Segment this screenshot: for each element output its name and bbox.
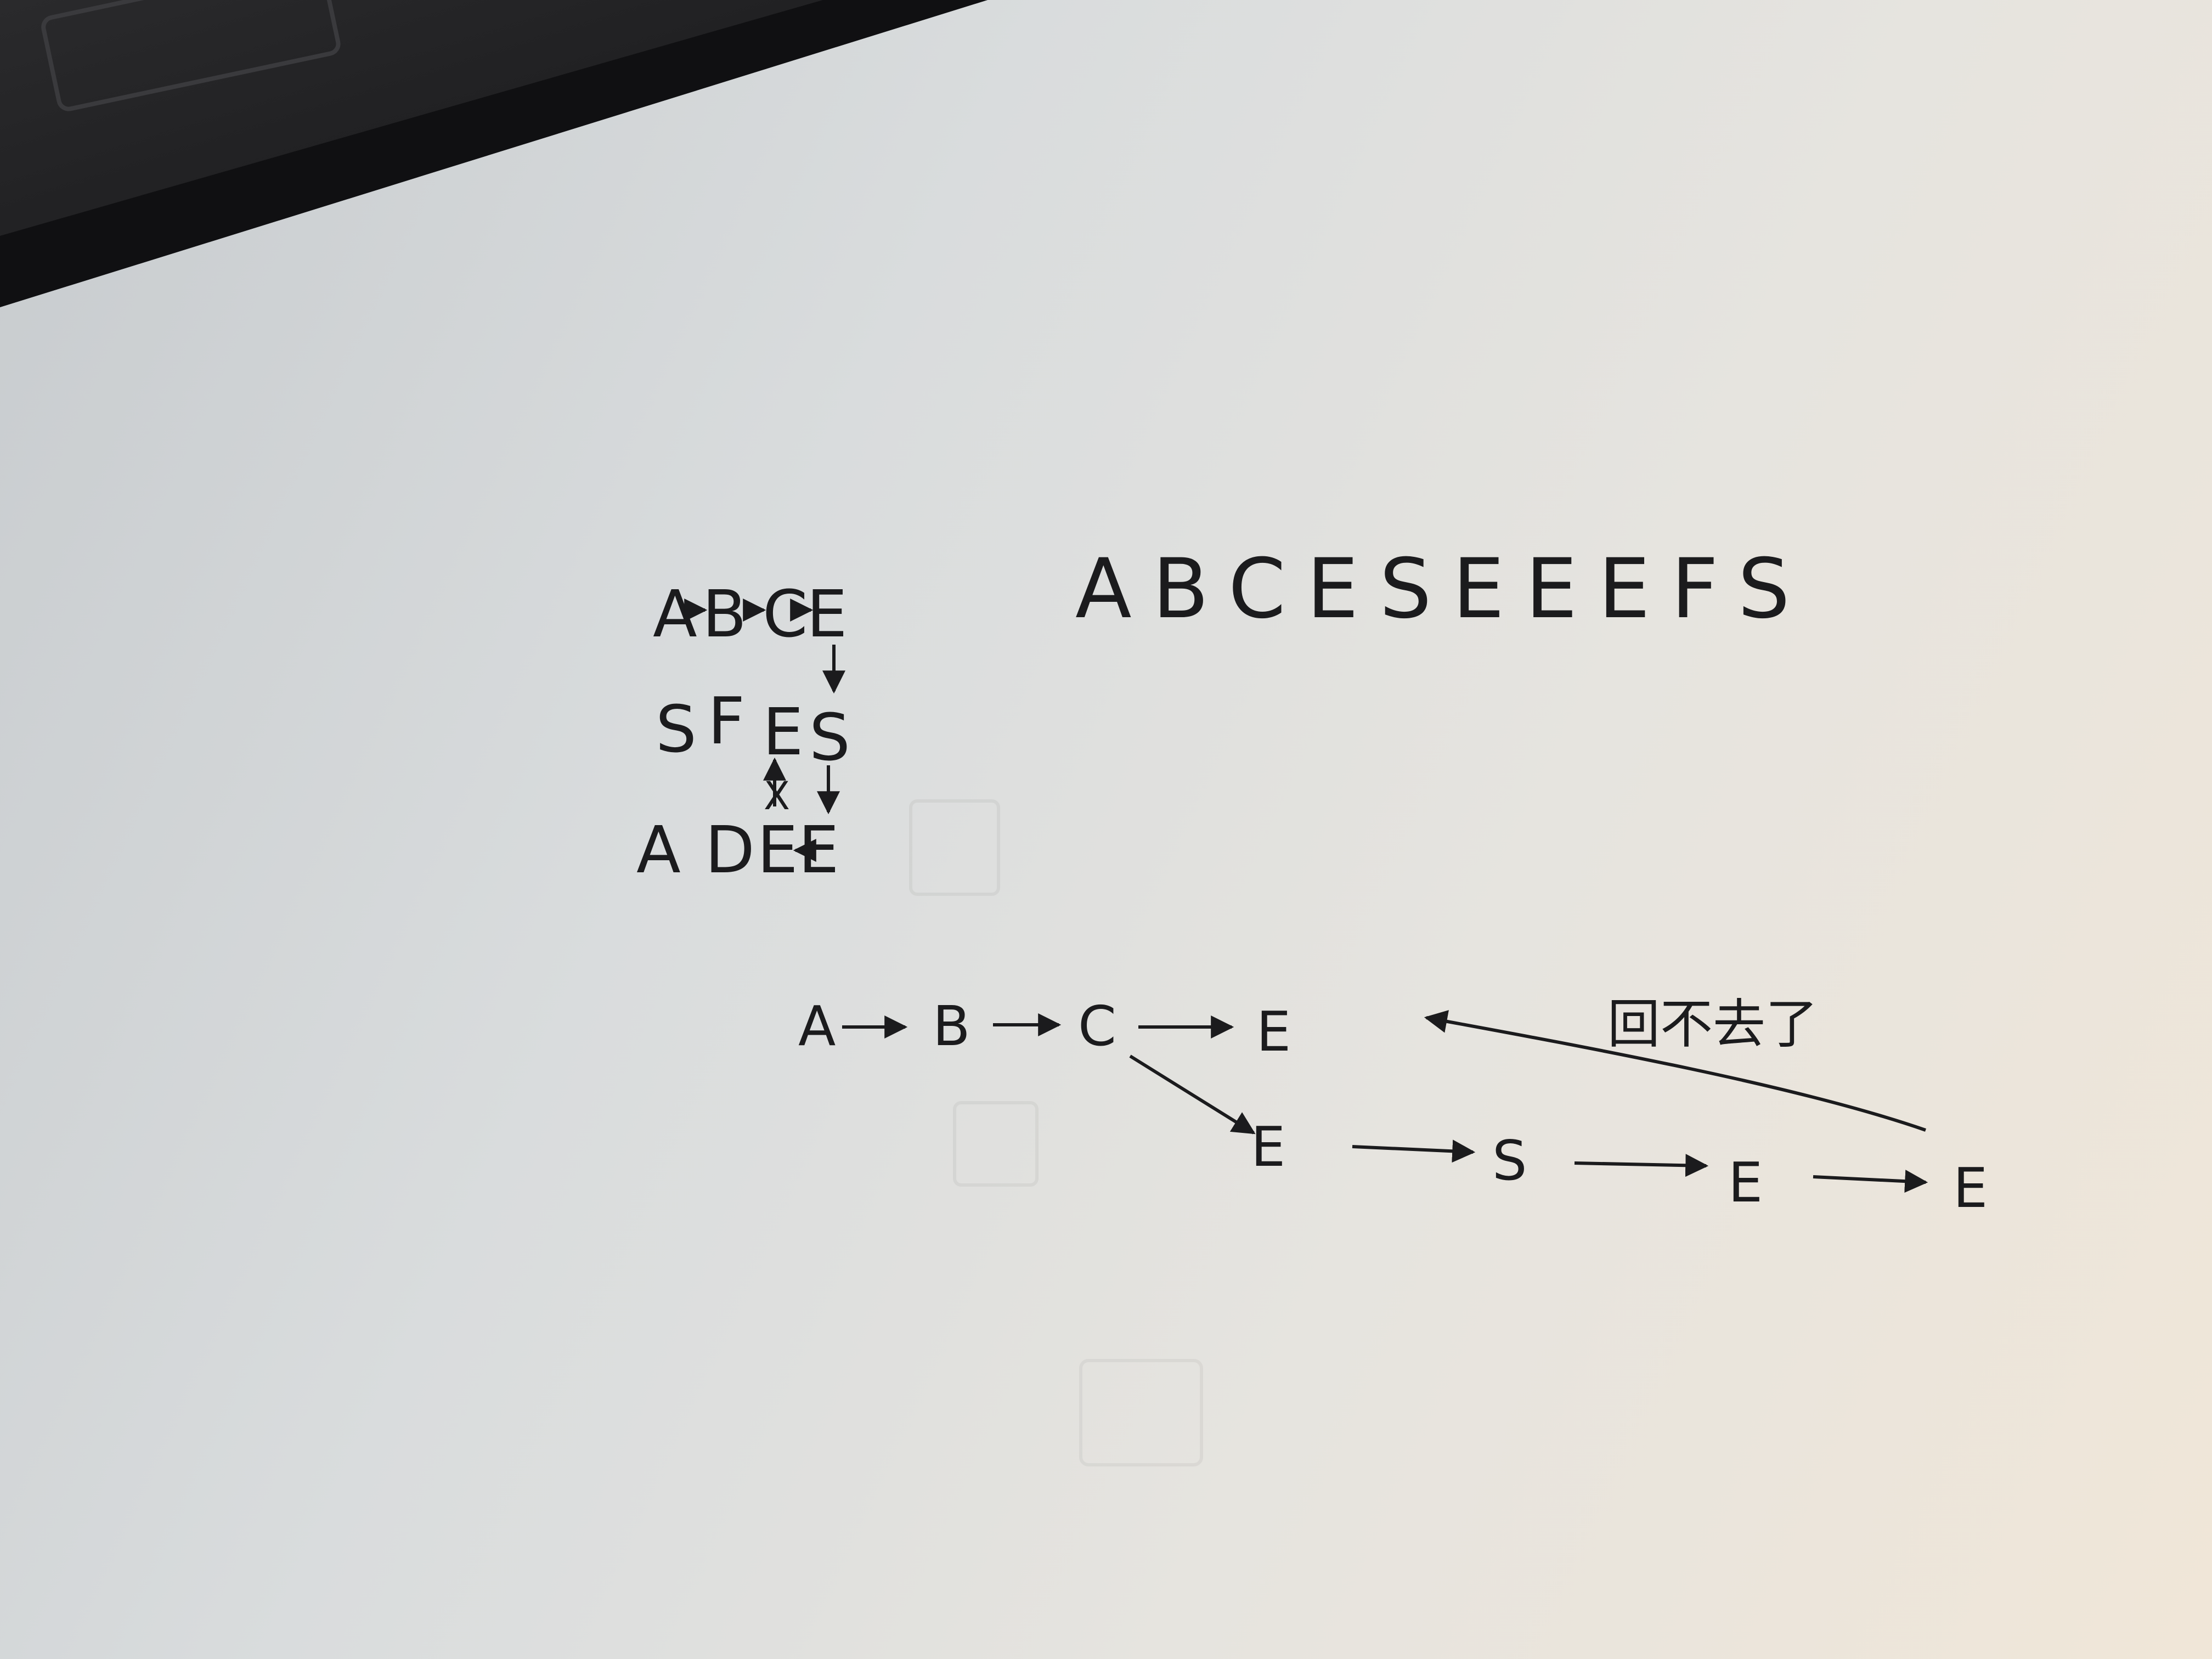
grid-cell-r1-c3: C — [763, 576, 808, 652]
path-arrow-c-e-lower — [1129, 1054, 1256, 1135]
path-node-e-lower: E — [1251, 1115, 1285, 1179]
grid-cell-r2-c4: S — [809, 699, 850, 775]
path-arrow-s-e — [1574, 1154, 1709, 1177]
path-arrow-e-s — [1352, 1139, 1476, 1163]
path-node-s: S — [1492, 1128, 1527, 1193]
grid-cell-r2-c3: E — [763, 694, 804, 770]
grid-cell-r2-c1: S — [656, 691, 697, 767]
grid-cell-r2-c2: F — [708, 683, 745, 759]
grid-arrows — [684, 599, 845, 862]
cannot-go-back-note: 回不去了 — [1607, 994, 1818, 1055]
grid-cell-r3-c1: A — [636, 812, 681, 888]
show-through-marks — [909, 799, 1203, 1466]
grid-cell-r1-c1: A — [653, 576, 697, 652]
path-node-a: A — [798, 994, 836, 1058]
path-node-e-top: E — [1256, 1000, 1291, 1064]
grid-cell-r1-c4: E — [806, 576, 848, 652]
device-edge — [0, 0, 988, 307]
path-diagram: A B C E E S E E 回不去了 — [798, 994, 1988, 1220]
letter-grid: A B C E S F E S A D E E X — [636, 576, 850, 888]
path-node-c: C — [1078, 994, 1116, 1058]
path-arrow-back — [1424, 1010, 1926, 1132]
grid-cell-r3-c2: D — [705, 812, 755, 888]
path-arrow-e-e — [1813, 1170, 1928, 1193]
path-node-e-third: E — [1728, 1150, 1763, 1215]
grid-cell-r3-c3: E — [757, 812, 798, 888]
path-node-e-last: E — [1953, 1156, 1988, 1220]
letter-sequence: ABCESEEEFS — [1075, 541, 1811, 637]
device-logo-outline — [41, 0, 341, 111]
path-node-b: B — [933, 994, 970, 1058]
grid-cell-r1-c2: B — [702, 576, 747, 652]
blocked-mark: X — [764, 774, 790, 819]
